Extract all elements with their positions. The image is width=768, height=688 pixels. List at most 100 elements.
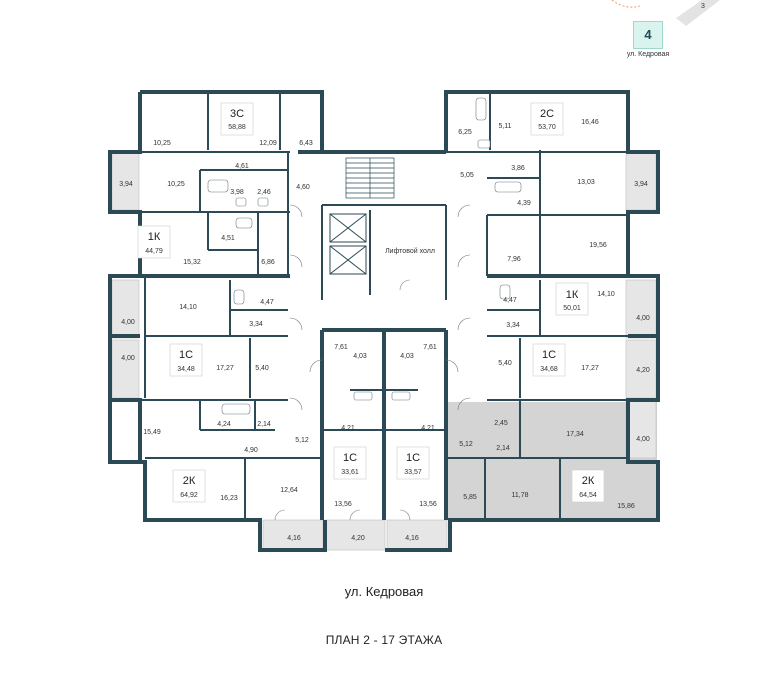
apartment-1c-mid-left[interactable]: 1С 33,61 [333, 446, 367, 480]
room-area: 3,94 [119, 181, 133, 188]
room-area-labels: 10,25 12,09 6,43 4,61 3,94 10,25 3,98 2,… [119, 119, 650, 542]
room-area: 3,94 [634, 181, 648, 188]
room-area: 6,43 [299, 140, 313, 147]
room-area: 13,03 [577, 179, 595, 186]
apartment-1c-right[interactable]: 1С 34,68 [532, 343, 566, 377]
room-area: 4,20 [636, 367, 650, 374]
apartment-type: 1С [343, 452, 357, 464]
floor-street-label: ул. Кедровая [626, 51, 670, 58]
room-area: 5,12 [295, 437, 309, 444]
room-area: 5,11 [498, 123, 511, 130]
room-area: 2,14 [496, 445, 510, 452]
corner-decoration: 3 [611, 0, 720, 26]
highlighted-apartment[interactable] [447, 402, 657, 518]
apartment-type: 3С [230, 108, 244, 120]
staircase [345, 157, 395, 199]
apartment-area: 34,68 [540, 366, 558, 373]
elevators [329, 213, 367, 275]
apartment-labels: 3С 58,88 2С 53,70 1К 44,79 1К 50,01 1С 3… [137, 102, 605, 503]
room-area: 15,86 [617, 503, 635, 510]
plan-title: ПЛАН 2 - 17 ЭТАЖА [325, 633, 443, 647]
room-area: 6,86 [261, 259, 275, 266]
room-area: 4,03 [353, 353, 367, 360]
apartment-2k-right[interactable]: 2К 64,54 [571, 469, 605, 503]
apartment-1c-mid-right[interactable]: 1С 33,57 [396, 446, 430, 480]
room-area: 5,05 [460, 172, 474, 179]
room-area: 15,32 [183, 259, 201, 266]
room-area: 4,90 [244, 447, 258, 454]
room-area: 4,16 [405, 535, 419, 542]
apartment-area: 58,88 [228, 124, 246, 131]
apartment-area: 50,01 [563, 305, 581, 312]
room-area: 4,39 [517, 200, 531, 207]
room-area: 4,61 [235, 163, 249, 170]
interior-walls [140, 92, 628, 520]
room-area: 17,27 [216, 365, 234, 372]
floor-number-badge[interactable]: 4 [633, 21, 663, 49]
room-area: 4,03 [400, 353, 414, 360]
room-area: 5,12 [459, 441, 473, 448]
balconies [111, 151, 657, 551]
room-area: 5,40 [498, 360, 512, 367]
room-area: 4,00 [121, 319, 135, 326]
apartment-1k-right[interactable]: 1К 50,01 [555, 282, 589, 316]
apartment-type: 1К [566, 289, 579, 301]
apartment-area: 33,57 [404, 469, 422, 476]
bathroom-fixtures [207, 97, 522, 415]
room-area: 2,14 [257, 421, 271, 428]
room-area: 7,96 [507, 256, 521, 263]
room-area: 16,46 [581, 119, 599, 126]
room-area: 3,98 [230, 189, 244, 196]
room-area: 4,24 [217, 421, 231, 428]
room-area: 12,09 [259, 140, 277, 147]
apartment-3c[interactable]: 3С 58,88 [220, 102, 254, 136]
room-area: 4,47 [503, 297, 517, 304]
apartment-area: 34,48 [177, 366, 195, 373]
apartment-area: 53,70 [538, 124, 556, 131]
room-area: 3,86 [511, 165, 525, 172]
walls [108, 90, 660, 552]
room-area: 4,51 [221, 235, 235, 242]
apartment-2k-left[interactable]: 2К 64,92 [172, 469, 206, 503]
room-area: 4,00 [636, 436, 650, 443]
room-area: 6,25 [458, 129, 472, 136]
room-area: 14,10 [179, 304, 197, 311]
room-area: 10,25 [153, 140, 171, 147]
room-area: 4,00 [121, 355, 135, 362]
room-area: 5,85 [463, 494, 477, 501]
room-area: 4,21 [421, 425, 435, 432]
room-area: 4,60 [296, 184, 310, 191]
apartment-type: 1К [148, 231, 161, 243]
street-label: ул. Кедровая [344, 584, 424, 599]
doors [274, 204, 471, 521]
room-area: 4,20 [351, 535, 365, 542]
apartment-1c-left[interactable]: 1С 34,48 [169, 343, 203, 377]
room-area: 7,61 [423, 344, 437, 351]
apartment-2c[interactable]: 2С 53,70 [530, 102, 564, 136]
lift-hall-label: Лифтовой холл [385, 247, 435, 255]
room-area: 12,64 [280, 487, 298, 494]
room-area: 4,21 [341, 425, 355, 432]
room-area: 4,00 [636, 315, 650, 322]
room-area: 13,56 [419, 501, 437, 508]
room-area: 11,78 [512, 492, 529, 499]
room-area: 17,34 [566, 431, 584, 438]
room-area: 16,23 [220, 495, 238, 502]
apartment-area: 44,79 [145, 248, 163, 255]
room-area: 10,25 [167, 181, 185, 188]
room-area: 13,56 [334, 501, 352, 508]
apartment-type: 1С [179, 349, 193, 361]
room-area: 4,47 [260, 299, 274, 306]
room-area: 3,34 [249, 321, 263, 328]
room-area: 19,56 [589, 242, 607, 249]
room-area: 7,61 [334, 344, 348, 351]
apartment-type: 2К [582, 475, 595, 487]
apartment-area: 64,92 [180, 492, 198, 499]
corner-mark: 3 [701, 3, 705, 10]
apartment-1k-left[interactable]: 1К 44,79 [137, 225, 171, 259]
apartment-type: 2С [540, 108, 554, 120]
apartment-type: 1С [406, 452, 420, 464]
apartment-type: 1С [542, 349, 556, 361]
room-area: 15,49 [143, 429, 161, 436]
